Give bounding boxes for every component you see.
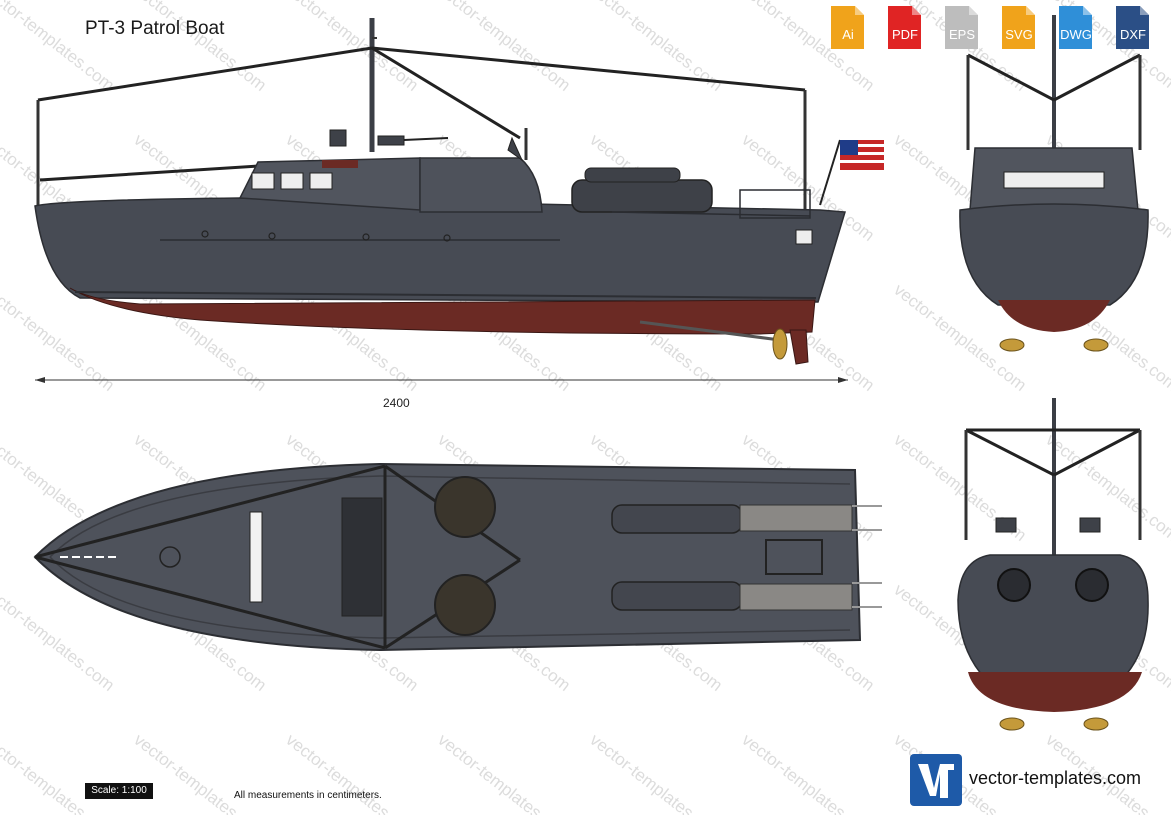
scale-label: Scale: 1:100 bbox=[85, 783, 153, 799]
brand-link[interactable]: vector-templates.com bbox=[969, 768, 1142, 788]
format-badge-label: EPS bbox=[948, 27, 975, 42]
format-badge-dxf[interactable]: DXF bbox=[1114, 4, 1151, 51]
front-view bbox=[959, 15, 1149, 352]
file-icon bbox=[888, 6, 921, 49]
format-badge-svg[interactable]: SVG bbox=[1000, 4, 1037, 51]
format-badge-pdf[interactable]: PDF bbox=[886, 4, 923, 51]
vt-logo-icon bbox=[910, 754, 962, 806]
format-badge-label: PDF bbox=[892, 27, 918, 42]
format-badge-eps[interactable]: EPS bbox=[943, 4, 980, 51]
format-badge-label: DWG bbox=[1060, 27, 1092, 42]
file-icon bbox=[1059, 6, 1092, 49]
top-view bbox=[33, 462, 882, 652]
rear-view bbox=[957, 398, 1149, 731]
format-badge-label: DXF bbox=[1120, 27, 1146, 42]
file-icon bbox=[1116, 6, 1149, 49]
file-icon bbox=[1002, 6, 1035, 49]
page-title: PT-3 Patrol Boat bbox=[85, 18, 225, 39]
measurement-note: All measurements in centimeters. bbox=[234, 790, 382, 801]
length-dimension-label: 2400 bbox=[383, 396, 410, 410]
file-icon bbox=[945, 6, 978, 49]
format-badge-dwg[interactable]: DWG bbox=[1057, 4, 1094, 51]
side-view bbox=[34, 18, 884, 383]
format-badge-ai[interactable]: Ai bbox=[829, 4, 866, 51]
format-badge-label: Ai bbox=[842, 27, 854, 42]
format-badge-label: SVG bbox=[1005, 27, 1033, 42]
format-badges: Ai PDF EPS SVG DWG DXF bbox=[829, 4, 1165, 52]
file-icon bbox=[831, 6, 864, 49]
